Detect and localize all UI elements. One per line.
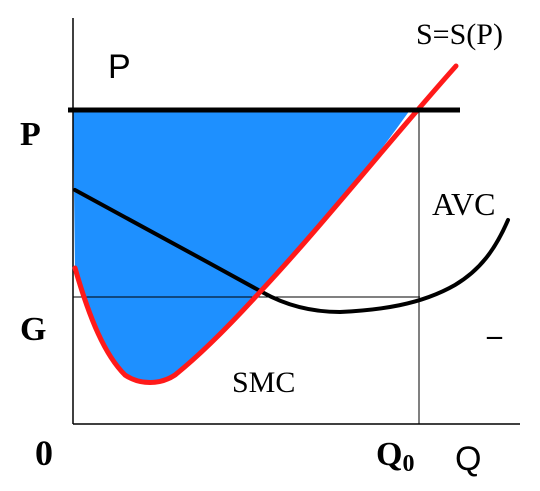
g-label: G [20,311,46,348]
price-label: P [20,116,41,153]
q0-label-subscript: 0 [402,451,414,477]
dash-mark: – [486,319,503,352]
q0-label: Q0 [376,436,414,477]
y-axis-label: P [108,48,131,86]
smc-label: SMC [232,366,295,399]
avc-curve [73,188,510,315]
x-axis-label: Q [455,440,481,478]
producer-surplus-area [73,110,410,383]
avc-label: AVC [432,186,495,222]
origin-label: 0 [35,433,53,473]
supply-label: S=S(P) [416,18,503,51]
smc-supply-curve [72,63,459,385]
q0-label-main: Q [376,436,402,473]
